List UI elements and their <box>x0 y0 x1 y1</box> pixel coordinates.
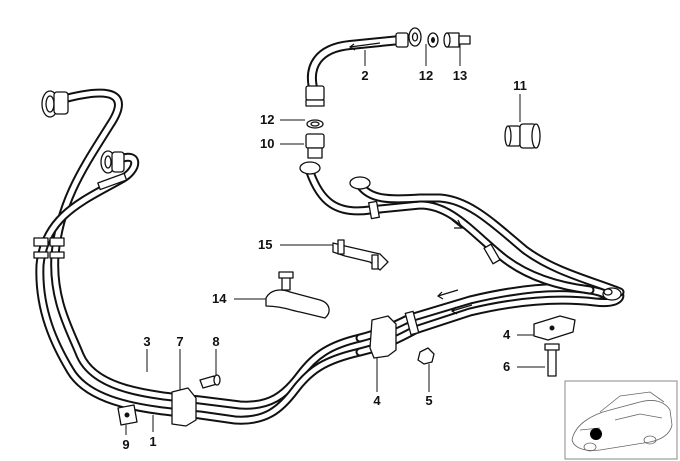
callout-9: 9 <box>122 437 129 452</box>
callout-labels: 2 12 13 11 12 10 15 14 4 6 4 5 3 7 8 9 1 <box>122 68 526 452</box>
bolt-6 <box>544 343 560 377</box>
hose-part-2 <box>305 27 422 107</box>
callout-7: 7 <box>176 334 183 349</box>
callout-11: 11 <box>513 78 527 93</box>
screw-8 <box>199 374 221 389</box>
adapter-11 <box>504 123 541 149</box>
holder-15 <box>332 239 389 271</box>
callout-14: 14 <box>212 291 227 306</box>
callout-12-top: 12 <box>419 68 433 83</box>
oil-cooler-pipe-left <box>33 88 365 425</box>
callout-1: 1 <box>149 434 156 449</box>
callout-12-mid: 12 <box>260 112 274 127</box>
banjo-bolt-13 <box>427 32 471 48</box>
callout-13: 13 <box>453 68 467 83</box>
callout-10: 10 <box>260 136 274 151</box>
clamp-14 <box>265 271 330 319</box>
clamp-4-center <box>369 315 397 359</box>
leader-lines <box>125 44 545 435</box>
callout-4-center: 4 <box>373 393 381 408</box>
clamp-7 <box>171 387 197 427</box>
callout-8: 8 <box>212 334 219 349</box>
filled-circle-icon <box>590 428 602 440</box>
vehicle-thumbnail <box>564 380 678 460</box>
callout-4-right: 4 <box>503 327 511 342</box>
plate-9 <box>117 404 138 426</box>
callout-5: 5 <box>425 393 432 408</box>
nut-5 <box>417 347 435 365</box>
bracket-4-right <box>533 315 576 341</box>
callout-15: 15 <box>258 237 272 252</box>
car-outline-icon <box>571 391 673 452</box>
callout-6: 6 <box>503 359 510 374</box>
union-nut-10 <box>305 119 325 159</box>
callout-3: 3 <box>143 334 150 349</box>
callout-2: 2 <box>361 68 368 83</box>
